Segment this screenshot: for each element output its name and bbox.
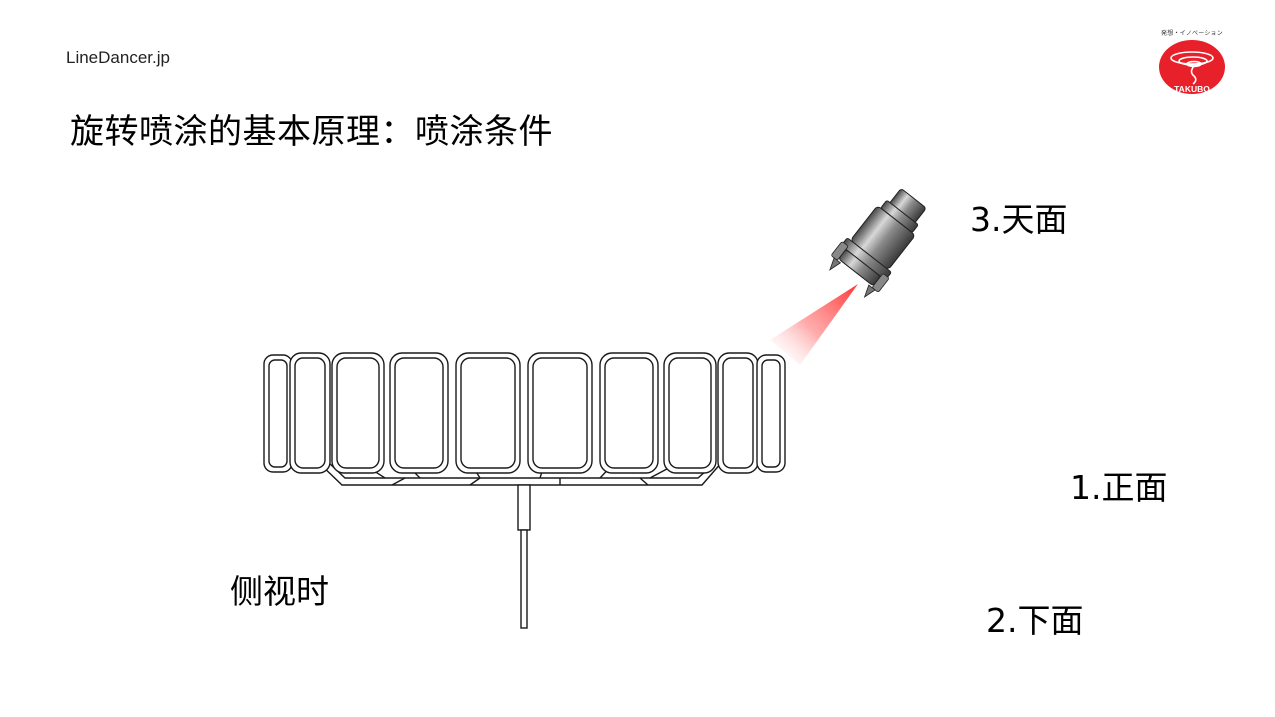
spray-gun <box>829 189 926 298</box>
part-4 <box>389 352 449 474</box>
rack-frame <box>317 461 723 629</box>
part-3 <box>331 352 385 474</box>
label-bottom-surface: 2.下面 <box>986 601 1084 640</box>
page-title: 旋转喷涂的基本原理：喷涂条件 <box>70 112 553 152</box>
part-2 <box>289 352 331 474</box>
label-top-surface: 3.天面 <box>970 200 1068 239</box>
site-name: LineDancer.jp <box>66 48 170 67</box>
logo-mark-icon: TAKUBO <box>1159 40 1225 94</box>
part-5 <box>455 352 521 474</box>
label-front-surface: 1.正面 <box>1070 468 1168 507</box>
part-9 <box>717 352 759 474</box>
part-1 <box>263 354 293 473</box>
spray-cone <box>770 284 858 365</box>
part-10 <box>756 354 786 473</box>
part-6 <box>527 352 593 474</box>
part-8 <box>663 352 717 474</box>
label-side-view: 侧视时 <box>230 572 329 611</box>
part-7 <box>599 352 659 474</box>
logo-name: TAKUBO <box>1174 84 1210 94</box>
logo-tagline: 発想・イノベーション <box>1161 30 1223 37</box>
takubo-logo: 発想・イノベーション TAKUBO <box>1152 28 1232 100</box>
rack-parts <box>263 352 786 474</box>
